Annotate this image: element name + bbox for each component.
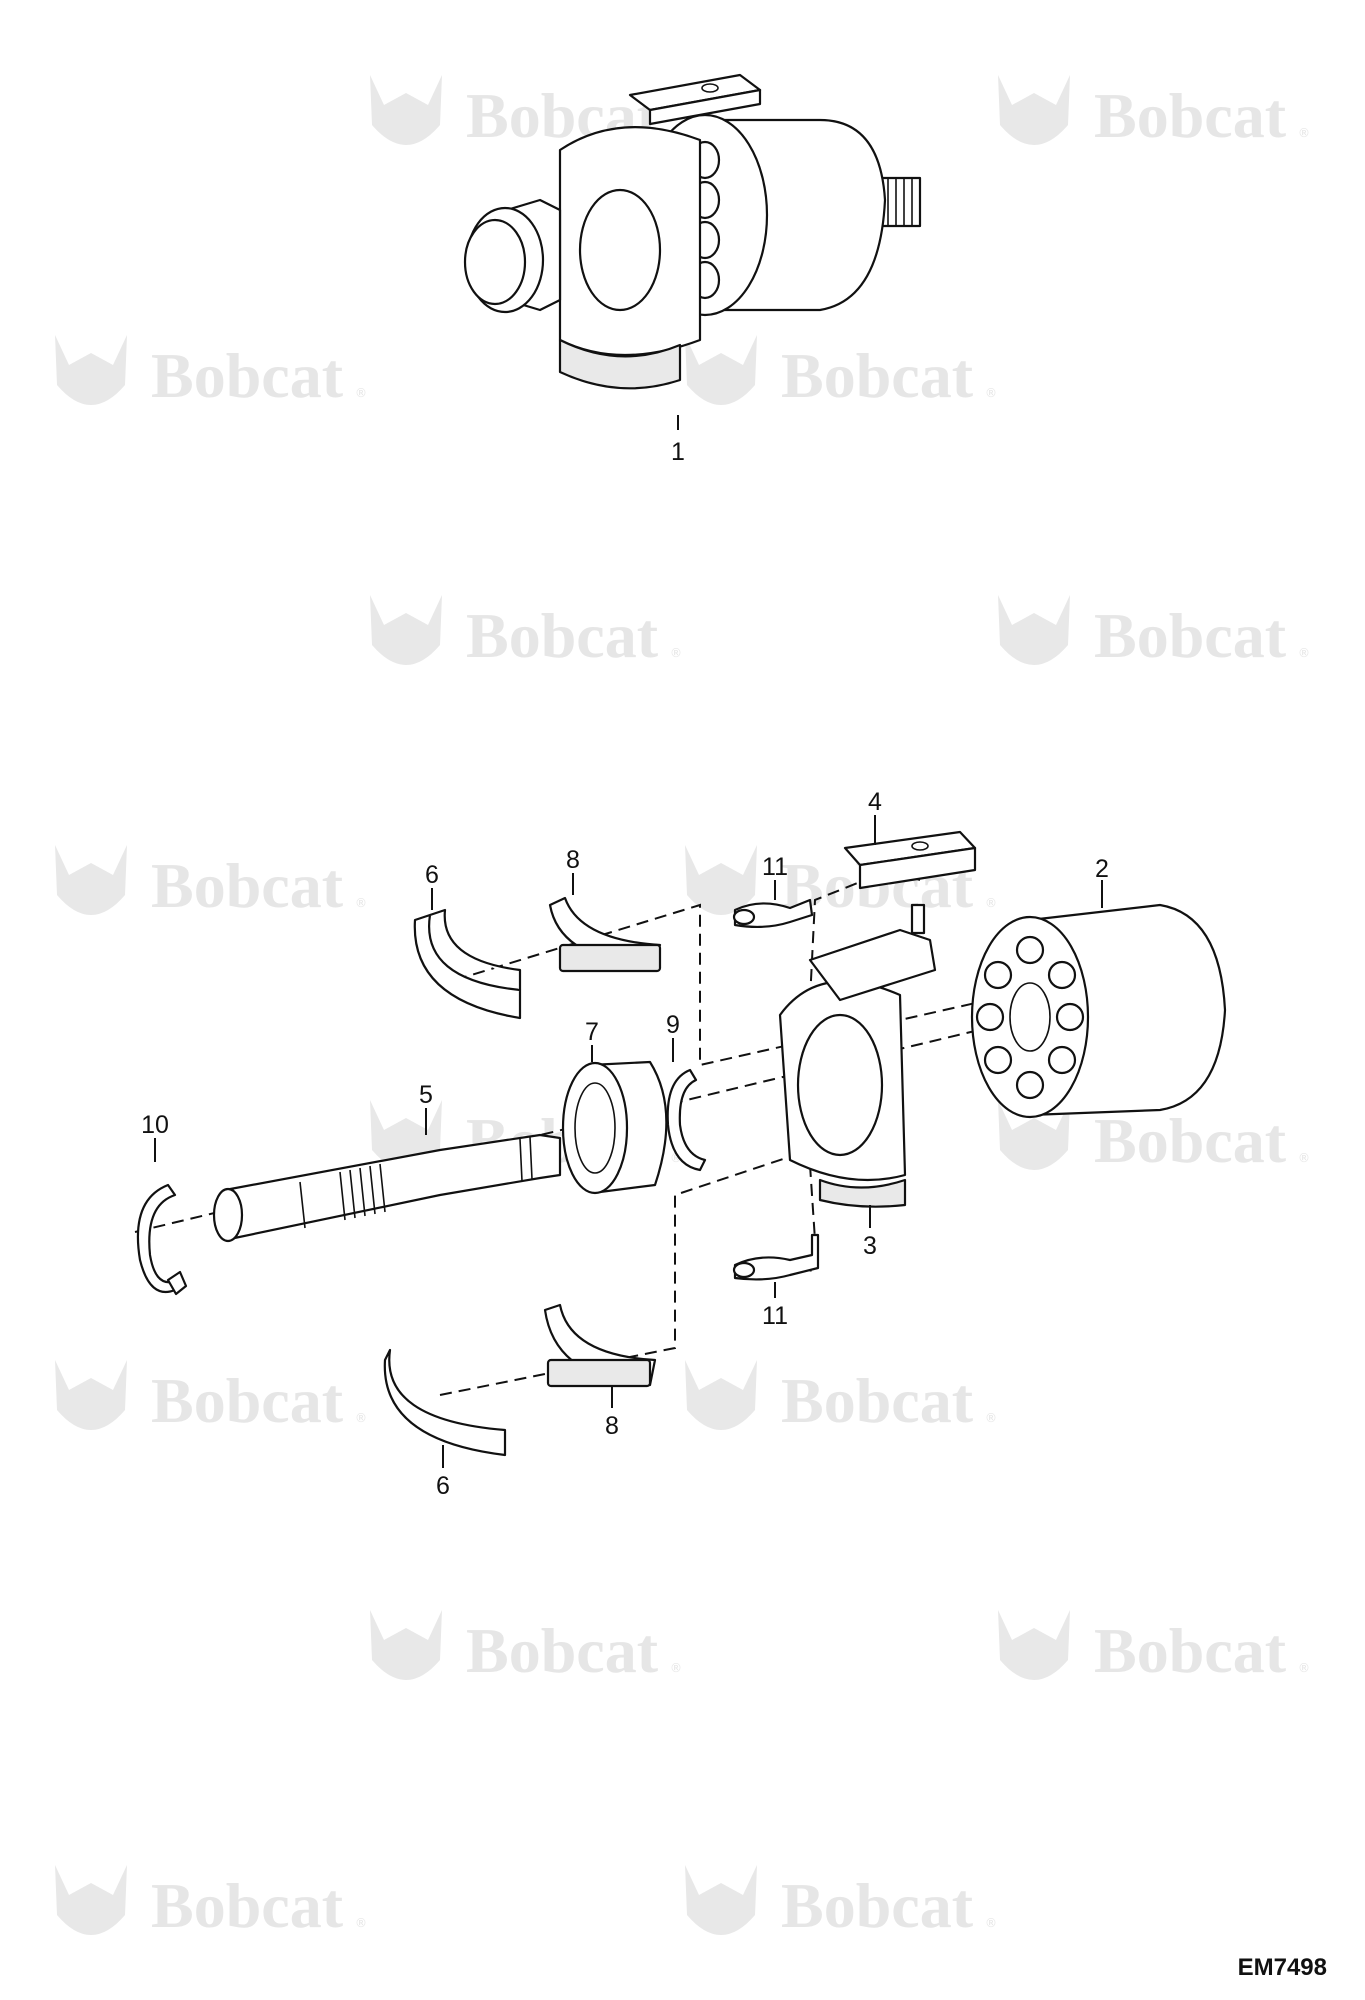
watermark-text: Bobcat [781,1365,974,1436]
watermark-text: Bobcat [151,850,344,921]
bobcat-watermark: Bobcat ® [998,1100,1310,1176]
watermark-text: Bobcat [1094,80,1287,151]
bobcat-logo-icon [370,1610,442,1680]
bobcat-logo-icon [998,1100,1070,1170]
exploded-view-illustration [134,830,1227,1457]
bobcat-logo-icon [998,75,1070,145]
bobcat-logo-icon [685,845,757,915]
watermark-text: Bobcat [1094,1615,1287,1686]
bobcat-watermark: Bobcat ® [998,75,1310,151]
watermark-registered-mark: ® [1298,646,1310,660]
leader-lines [154,415,1103,1468]
bobcat-watermark: Bobcat ® [55,335,367,411]
watermark-text: Bobcat [466,600,659,671]
watermark-registered-mark: ® [355,1916,367,1930]
watermark-registered-mark: ® [1298,1151,1310,1165]
bobcat-watermark: Bobcat ® [55,1865,367,1941]
callout-6-upper: 6 [425,861,439,889]
bobcat-watermark: Bobcat ® [998,1610,1310,1686]
watermark-text: Bobcat [1094,1105,1287,1176]
callout-11-lower: 11 [762,1302,788,1330]
callout-4: 4 [868,788,882,816]
callout-10: 10 [141,1111,169,1139]
callout-11-upper: 11 [762,853,788,881]
callout-9: 9 [666,1011,680,1039]
watermark-registered-mark: ® [1298,1661,1310,1675]
bobcat-logo-icon [55,845,127,915]
watermark-text: Bobcat [151,1870,344,1941]
bobcat-logo-icon [685,1360,757,1430]
bobcat-logo-icon [55,1360,127,1430]
bobcat-logo-icon [55,1865,127,1935]
bobcat-watermark: Bobcat ® [55,845,367,921]
watermark-text: Bobcat [151,340,344,411]
callout-labels: 1 2 3 4 5 6 6 7 8 8 9 10 11 11 [141,438,1109,1500]
watermark-registered-mark: ® [985,1411,997,1425]
callout-6-lower: 6 [436,1472,450,1500]
bobcat-logo-icon [370,595,442,665]
assembled-motor-illustration [463,73,922,390]
bobcat-watermark: Bobcat ® [685,335,997,411]
watermark-registered-mark: ® [355,1411,367,1425]
drawing-code: EM7498 [1237,1954,1327,1981]
bobcat-logo-icon [998,595,1070,665]
bobcat-watermark: Bobcat ® [370,1610,682,1686]
bobcat-watermark: Bobcat ® [685,1360,997,1436]
watermark-registered-mark: ® [985,1916,997,1930]
bobcat-logo-icon [998,1610,1070,1680]
watermark-registered-mark: ® [1298,126,1310,140]
watermark-text: Bobcat [781,1870,974,1941]
bobcat-logo-icon [685,1865,757,1935]
watermark-text: Bobcat [1094,600,1287,671]
watermark-registered-mark: ® [985,896,997,910]
callout-1: 1 [671,438,685,466]
watermark-registered-mark: ® [355,386,367,400]
bobcat-watermark: Bobcat ® [370,595,682,671]
watermark-registered-mark: ® [355,896,367,910]
watermark-text: Bobcat [466,1615,659,1686]
bobcat-watermark: Bobcat ® [998,595,1310,671]
callout-8-lower: 8 [605,1412,619,1440]
callout-2: 2 [1095,855,1109,883]
watermark-registered-mark: ® [670,646,682,660]
bobcat-logo-icon [370,75,442,145]
bobcat-watermark: Bobcat ® [55,1360,367,1436]
watermark-text: Bobcat [781,340,974,411]
bobcat-logo-icon [685,335,757,405]
callout-7: 7 [585,1018,599,1046]
bobcat-watermark: Bobcat ® [685,1865,997,1941]
watermark-text: Bobcat [151,1365,344,1436]
watermark-registered-mark: ® [985,386,997,400]
watermark-registered-mark: ® [670,1661,682,1675]
callout-3: 3 [863,1232,877,1260]
callout-5: 5 [419,1081,433,1109]
bobcat-logo-icon [55,335,127,405]
callout-8-upper: 8 [566,846,580,874]
